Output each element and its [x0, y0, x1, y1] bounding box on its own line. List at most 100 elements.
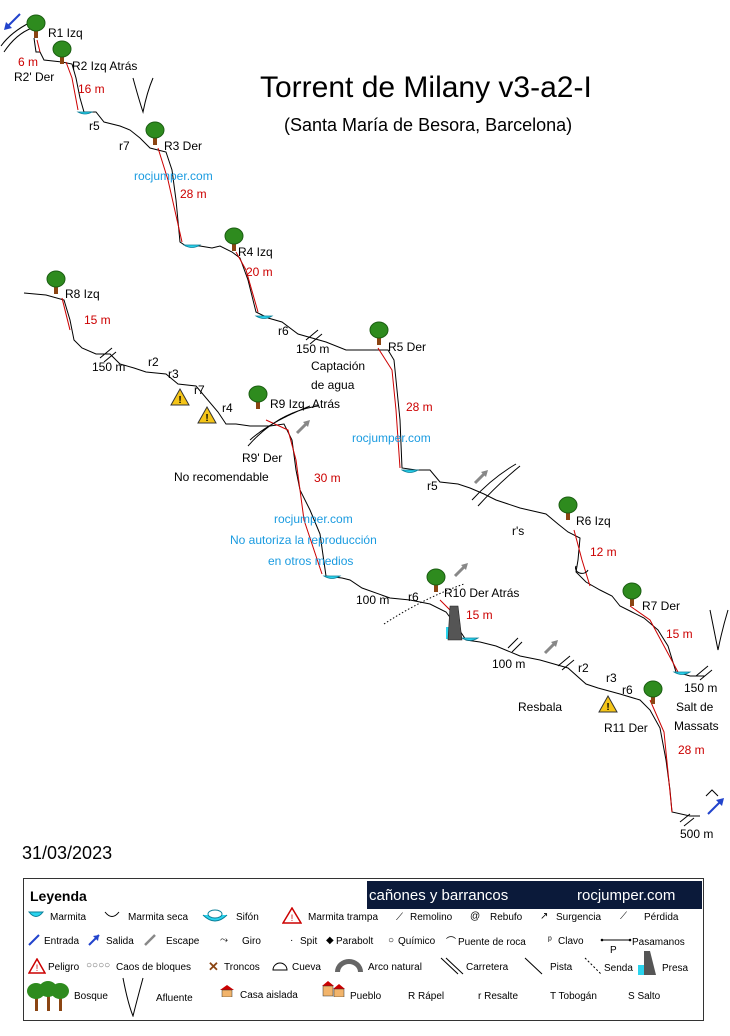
legend-caos: Caos de bloques	[116, 962, 192, 973]
spit-icon: ·	[290, 935, 294, 946]
path-icon	[584, 957, 602, 975]
topo-label: r6	[408, 590, 419, 604]
topo-label: 15 m	[666, 627, 693, 641]
legend-clavo: Clavo	[558, 936, 584, 947]
warning-icon	[598, 695, 618, 714]
tree-icon	[426, 568, 446, 593]
topo-label: 15 m	[84, 313, 111, 327]
exit-arrow	[705, 789, 724, 815]
handline-icon	[600, 938, 632, 942]
topo-label: R9' Der	[242, 451, 282, 465]
legend-rapel: R Rápel	[408, 991, 445, 1002]
topo-label: Captación	[311, 359, 365, 373]
escape-arrow	[473, 468, 490, 485]
village-icon	[322, 981, 345, 997]
topo-label: R6 Izq	[576, 514, 611, 528]
backwash-icon: @	[470, 911, 481, 922]
rappel-labels: R1 Izq 6 m R2' Der R2 Izq Atrás 16 m r5 …	[14, 26, 719, 841]
banner-left: cañones y barrancos	[369, 887, 509, 904]
whirlpool-icon: ⟋	[396, 912, 403, 923]
tree-icon	[558, 496, 578, 521]
legend-remolino: Remolino	[410, 912, 453, 923]
topo-label: Massats	[674, 719, 719, 733]
rock-bridge-icon: ⌒	[446, 937, 456, 948]
legend-peligro: Peligro	[48, 962, 80, 973]
forest-icon	[27, 981, 69, 1011]
topo-label: 20 m	[246, 265, 273, 279]
legend-giro: Giro	[242, 936, 261, 947]
topo-label: 28 m	[406, 400, 433, 414]
copyright-line: en otros medios	[268, 554, 353, 568]
rope-lines	[36, 39, 679, 813]
legend-surgencia: Surgencia	[556, 912, 602, 923]
topo-label: 16 m	[78, 82, 105, 96]
dry-pool-icon	[104, 911, 120, 917]
topo-label: R2' Der	[14, 70, 54, 84]
entry-arrow	[4, 13, 21, 30]
legend-afluente: Afluente	[156, 993, 193, 1004]
watermark: rocjumper.com	[274, 512, 353, 526]
legend-quimico: Químico	[398, 936, 436, 947]
svg-text:!: !	[291, 913, 294, 923]
tree-icon	[622, 582, 642, 607]
legend-perdida: Pérdida	[644, 912, 679, 923]
entry-icon	[28, 934, 40, 946]
warning-icon	[170, 388, 190, 407]
topo-label: r5	[427, 479, 438, 493]
legend-salida: Salida	[106, 936, 134, 947]
topo-label: 100 m	[356, 593, 389, 607]
topo-label: R4 Izq	[238, 245, 273, 259]
canyon-profile	[23, 37, 705, 817]
topo-label: R11 Der	[604, 721, 648, 735]
topo-label: r2	[578, 661, 589, 675]
legend-marmita: Marmita	[50, 912, 87, 923]
loss-icon: ⟋	[620, 911, 627, 922]
watermark: rocjumper.com	[134, 169, 213, 183]
topo-label: R1 Izq	[48, 26, 83, 40]
road-icon	[440, 957, 464, 975]
date: 31/03/2023	[22, 843, 112, 863]
topo-label: r's	[512, 524, 524, 538]
tree-icon	[46, 270, 66, 295]
tree-icon	[369, 321, 389, 346]
spring-icon: ↗	[540, 911, 549, 922]
legend-cueva: Cueva	[292, 962, 321, 973]
topo-label: R10 Der Atrás	[444, 586, 519, 600]
topo-label: 150 m	[296, 342, 329, 356]
tree-icon	[52, 40, 72, 65]
topo-label: r3	[168, 367, 179, 381]
legend-resalte: r Resalte	[478, 991, 519, 1002]
legend-pista: Pista	[550, 962, 573, 973]
watermark: rocjumper.com	[352, 431, 431, 445]
chemical-icon: ○	[388, 935, 395, 946]
crossings	[0, 21, 713, 827]
topo-label: No recomendable	[174, 470, 269, 484]
topo-label: 15 m	[466, 608, 493, 622]
legend-carretera: Carretera	[466, 962, 509, 973]
danger-icon: !	[28, 958, 46, 974]
topo-label: 28 m	[678, 743, 705, 757]
nail-icon: ᵖ	[548, 935, 552, 946]
legend-troncos: Troncos	[224, 962, 260, 973]
legend-marmita-seca: Marmita seca	[128, 912, 189, 923]
tree-icon	[26, 14, 46, 39]
dam-icon	[638, 951, 656, 975]
legend-senda: Senda	[604, 963, 633, 974]
cave-icon	[272, 962, 288, 971]
boulders-icon: ○○○○	[86, 960, 111, 971]
topo-label: 28 m	[180, 187, 207, 201]
topo-label: r7	[194, 383, 205, 397]
topo-label: r6	[622, 683, 633, 697]
legend-sifon: Sifón	[236, 912, 259, 923]
banner-right: rocjumper.com	[577, 887, 676, 904]
dam	[446, 605, 463, 641]
topo-label: R3 Der	[164, 139, 202, 153]
topo-label: 30 m	[314, 471, 341, 485]
legend-parabolt: Parabolt	[336, 936, 374, 947]
topo-label: R8 Izq	[65, 287, 100, 301]
trap-pool-icon: !	[282, 907, 302, 924]
legend-pasamanos: Pasamanos	[632, 937, 685, 948]
siphon-icon	[202, 909, 228, 922]
topo-label: 100 m	[492, 657, 525, 671]
legend-pueblo: Pueblo	[350, 991, 382, 1002]
